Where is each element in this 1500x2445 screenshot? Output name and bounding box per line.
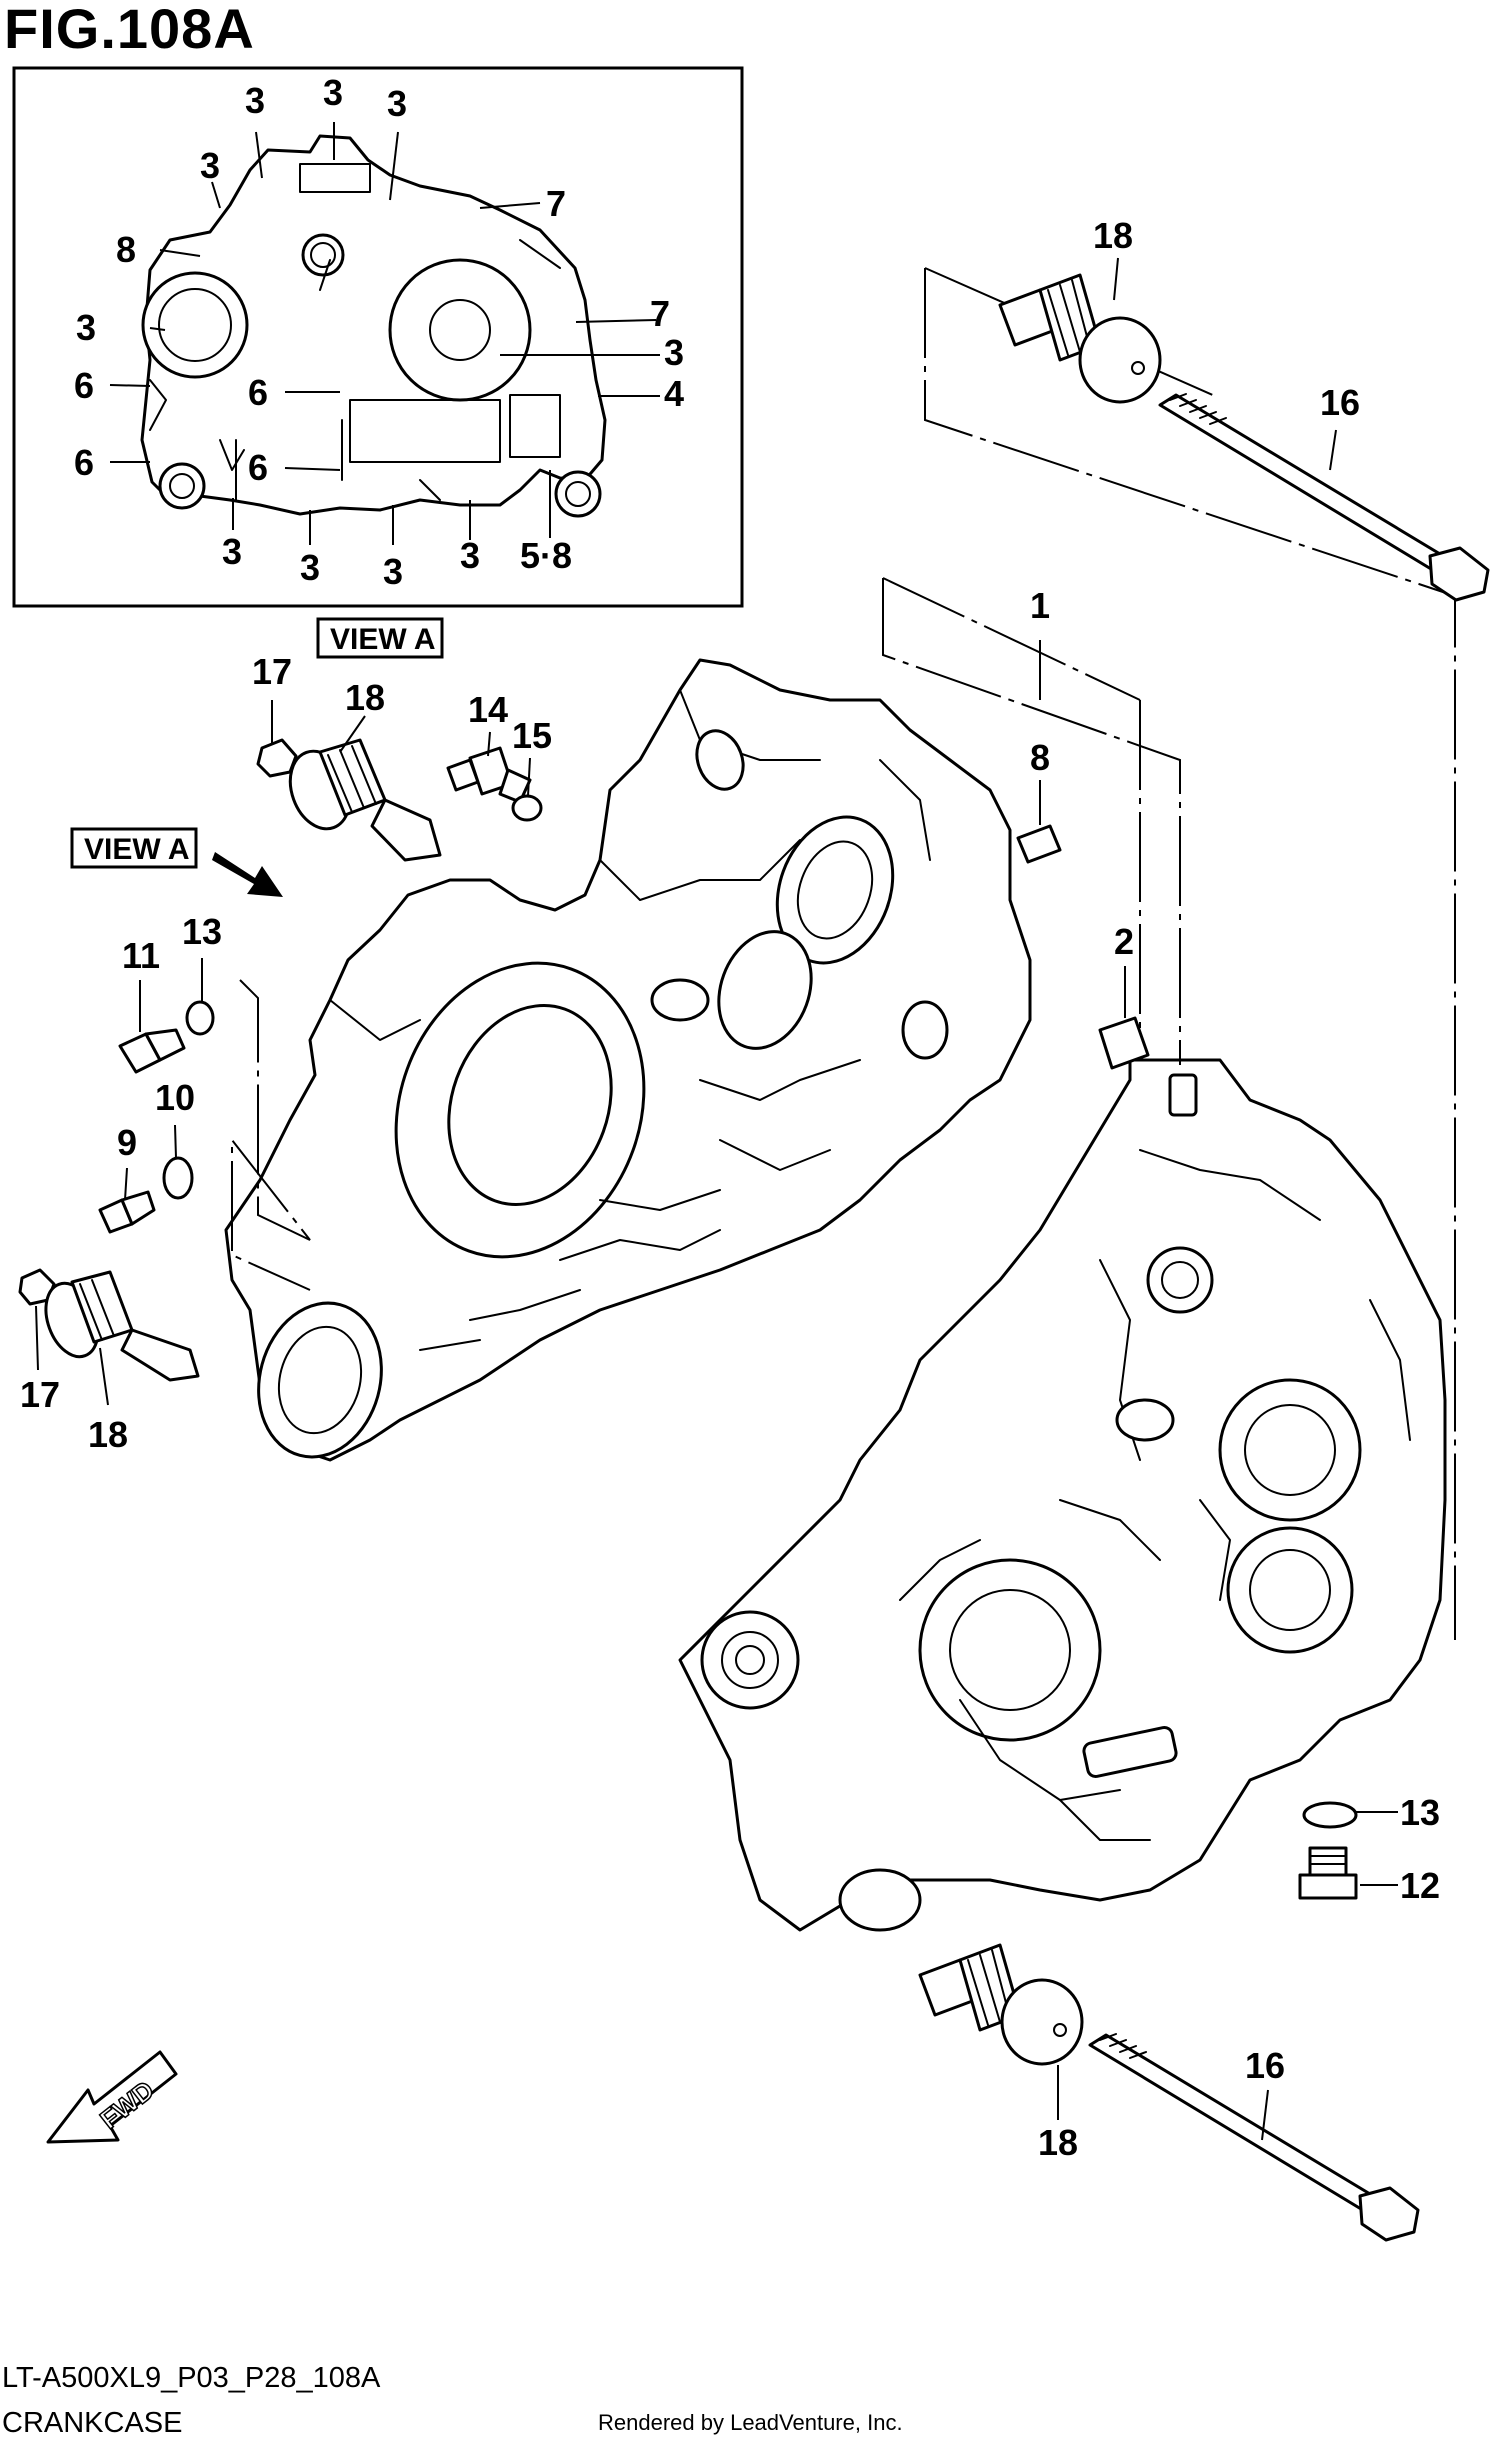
inset-leader-lines bbox=[109, 122, 660, 545]
part-18-upper bbox=[998, 273, 1162, 404]
figure-title: FIG.108A bbox=[4, 0, 255, 60]
inset-callout-6: 6 bbox=[248, 447, 268, 488]
part-10-washer bbox=[162, 1156, 194, 1200]
part-2-dowel bbox=[1098, 1016, 1150, 1070]
inset-callout-3: 3 bbox=[300, 547, 320, 588]
inset-callout-7: 7 bbox=[650, 293, 670, 334]
callout-12: 12 bbox=[1400, 1865, 1440, 1906]
inset-callout-6: 6 bbox=[74, 442, 94, 483]
inset-callout-3: 3 bbox=[664, 332, 684, 373]
main-leader-lines bbox=[35, 257, 1398, 2141]
part-9-bolt bbox=[98, 1190, 156, 1234]
part-15-washer bbox=[511, 794, 543, 822]
callout-18: 18 bbox=[1093, 215, 1133, 256]
view-a-inset-frame bbox=[12, 66, 744, 608]
view-a-label: VIEW A bbox=[330, 623, 436, 656]
left-crankcase-half bbox=[224, 658, 1032, 1462]
callout-17: 17 bbox=[252, 651, 292, 692]
part-18-lower-left bbox=[44, 1270, 200, 1382]
inset-callout-3: 3 bbox=[245, 80, 265, 121]
callout-10: 10 bbox=[155, 1077, 195, 1118]
callout-16: 16 bbox=[1320, 382, 1360, 423]
right-crankcase-half bbox=[678, 1058, 1447, 1932]
inset-callout-3: 3 bbox=[222, 531, 242, 572]
inset-callout-5-8: 5·8 bbox=[520, 535, 572, 576]
callout-15: 15 bbox=[512, 715, 552, 756]
part-18-lower bbox=[918, 1943, 1084, 2066]
inset-callout-3: 3 bbox=[460, 535, 480, 576]
part-14-fitting bbox=[446, 746, 532, 804]
callout-13: 13 bbox=[182, 911, 222, 952]
callout-9: 9 bbox=[117, 1122, 137, 1163]
model-code: LT-A500XL9_P03_P28_108A bbox=[2, 2362, 381, 2394]
callout-17: 17 bbox=[20, 1374, 60, 1415]
part-18-upper-left bbox=[288, 738, 442, 862]
view-a-direction-arrow bbox=[212, 852, 283, 897]
view-a-arrow-label-box bbox=[70, 827, 198, 869]
part-16-upper-bolt bbox=[1158, 393, 1490, 602]
fwd-direction-arrow: FWD bbox=[46, 2050, 178, 2144]
inset-callout-8: 8 bbox=[116, 229, 136, 270]
inset-callout-3: 3 bbox=[387, 83, 407, 124]
callout-2: 2 bbox=[1114, 921, 1134, 962]
inset-callout-3: 3 bbox=[383, 551, 403, 592]
render-credit: Rendered by LeadVenture, Inc. bbox=[598, 2410, 903, 2435]
inset-callout-3: 3 bbox=[323, 72, 343, 113]
callout-13: 13 bbox=[1400, 1792, 1440, 1833]
part-11-bolt bbox=[118, 1028, 186, 1074]
callout-1: 1 bbox=[1030, 585, 1050, 626]
section-name: CRANKCASE bbox=[2, 2407, 183, 2439]
part-16-lower-bolt bbox=[1088, 2033, 1420, 2242]
view-a-crankcase-drawing bbox=[140, 134, 607, 518]
inset-callout-3: 3 bbox=[76, 307, 96, 348]
inset-callout-3: 3 bbox=[200, 145, 220, 186]
inset-callout-7: 7 bbox=[546, 183, 566, 224]
inset-callout-4: 4 bbox=[664, 373, 684, 414]
inset-callout-6: 6 bbox=[74, 365, 94, 406]
callout-18: 18 bbox=[1038, 2122, 1078, 2163]
callout-8: 8 bbox=[1030, 737, 1050, 778]
view-a-label-box bbox=[316, 617, 444, 659]
part-12-bolt bbox=[1298, 1846, 1358, 1900]
part-13-washer-upper bbox=[185, 1000, 215, 1036]
inset-callout-6: 6 bbox=[248, 372, 268, 413]
callout-18: 18 bbox=[345, 677, 385, 718]
callout-16: 16 bbox=[1245, 2045, 1285, 2086]
part-8-dowel bbox=[1016, 824, 1062, 864]
part-13-washer-lower bbox=[1302, 1801, 1358, 1829]
callout-11: 11 bbox=[122, 935, 160, 976]
callout-18: 18 bbox=[88, 1414, 128, 1455]
callout-14: 14 bbox=[468, 689, 508, 730]
view-a-arrow-label: VIEW A bbox=[84, 833, 190, 866]
